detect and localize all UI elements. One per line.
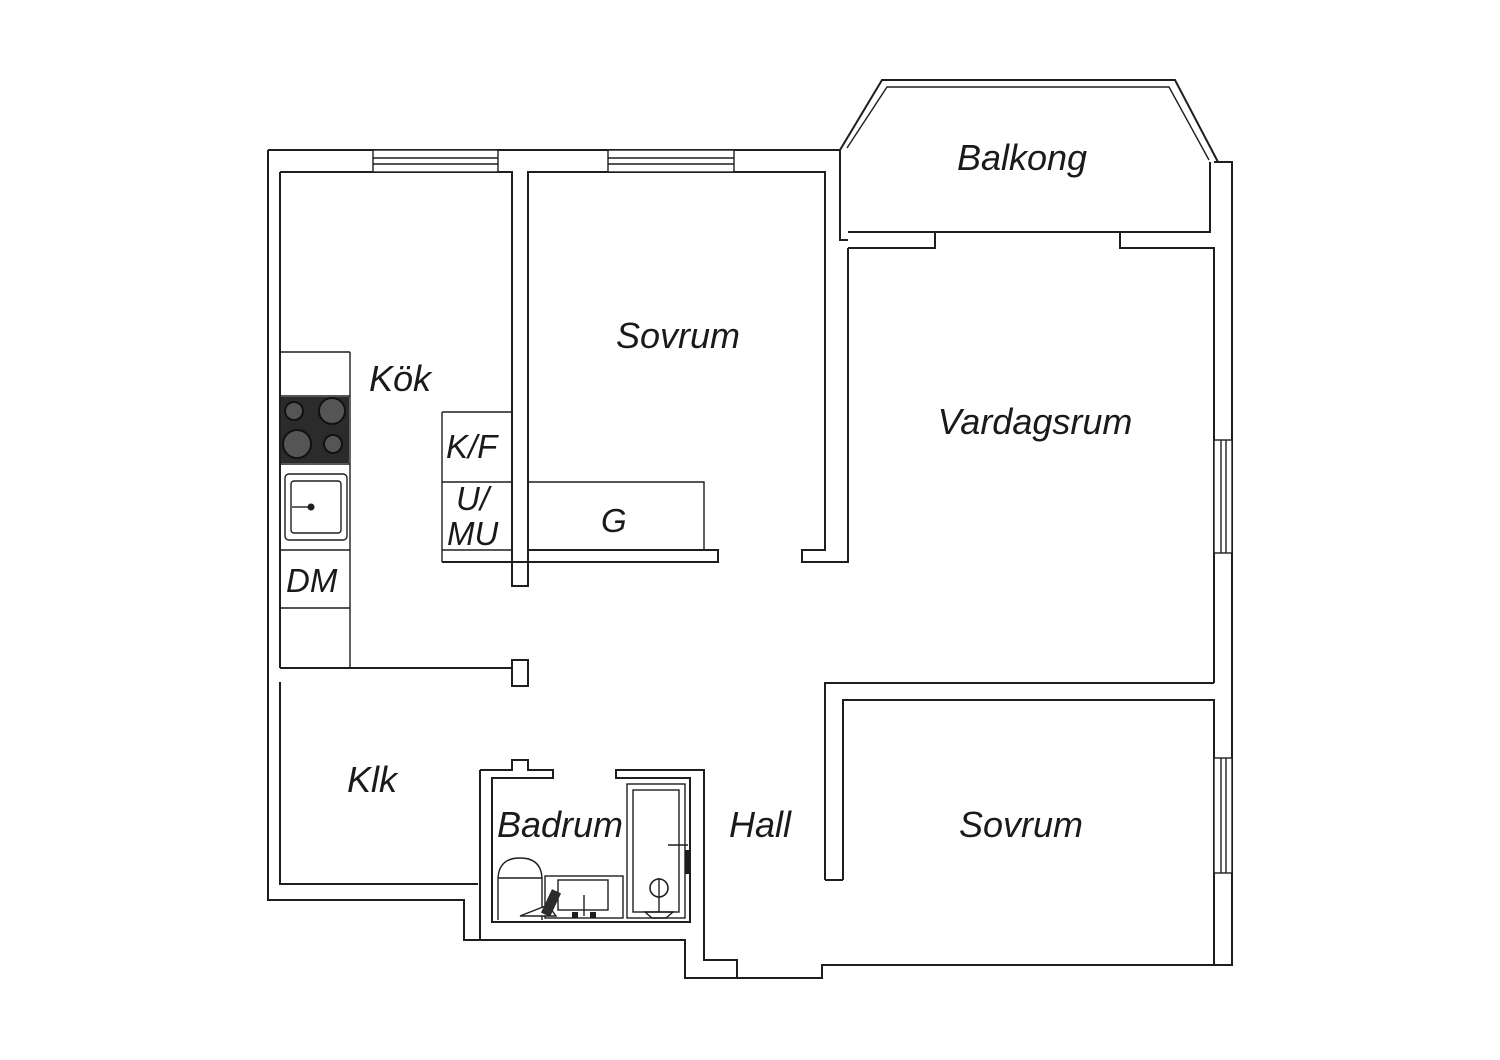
room-label-klk: Klk <box>347 759 399 800</box>
fixture-label-dm: DM <box>286 562 338 599</box>
fixture-label-kf: K/F <box>446 428 499 465</box>
fixture-label-umu-2: MU <box>447 515 498 552</box>
room-label-balkong: Balkong <box>957 137 1087 178</box>
interior-walls-top <box>280 171 849 687</box>
stove-icon <box>281 397 349 463</box>
fixture-label-g: G <box>601 502 627 539</box>
bathroom-walls <box>479 759 705 940</box>
toilet-icon <box>497 857 562 920</box>
window-bedroom-bottom <box>1213 757 1233 874</box>
window-living-room <box>1213 439 1233 554</box>
room-label-sovrum-bottom: Sovrum <box>959 804 1083 845</box>
room-label-hall: Hall <box>729 804 792 845</box>
wardrobe-unit <box>528 481 705 550</box>
kitchen-counter <box>280 351 350 609</box>
outer-walls <box>267 149 1233 979</box>
room-label-kok: Kök <box>369 358 433 399</box>
fridge-freezer-unit <box>441 411 512 562</box>
room-label-sovrum-top: Sovrum <box>616 315 740 356</box>
shower-icon <box>626 783 690 919</box>
fixture-label-umu-1: U/ <box>456 480 492 517</box>
window-bedroom-top <box>607 149 735 173</box>
room-label-vardagsrum: Vardagsrum <box>938 401 1133 442</box>
windows <box>372 149 1233 874</box>
kitchen-sink-icon <box>284 473 348 541</box>
window-kitchen <box>372 149 499 173</box>
room-label-badrum: Badrum <box>497 804 623 845</box>
